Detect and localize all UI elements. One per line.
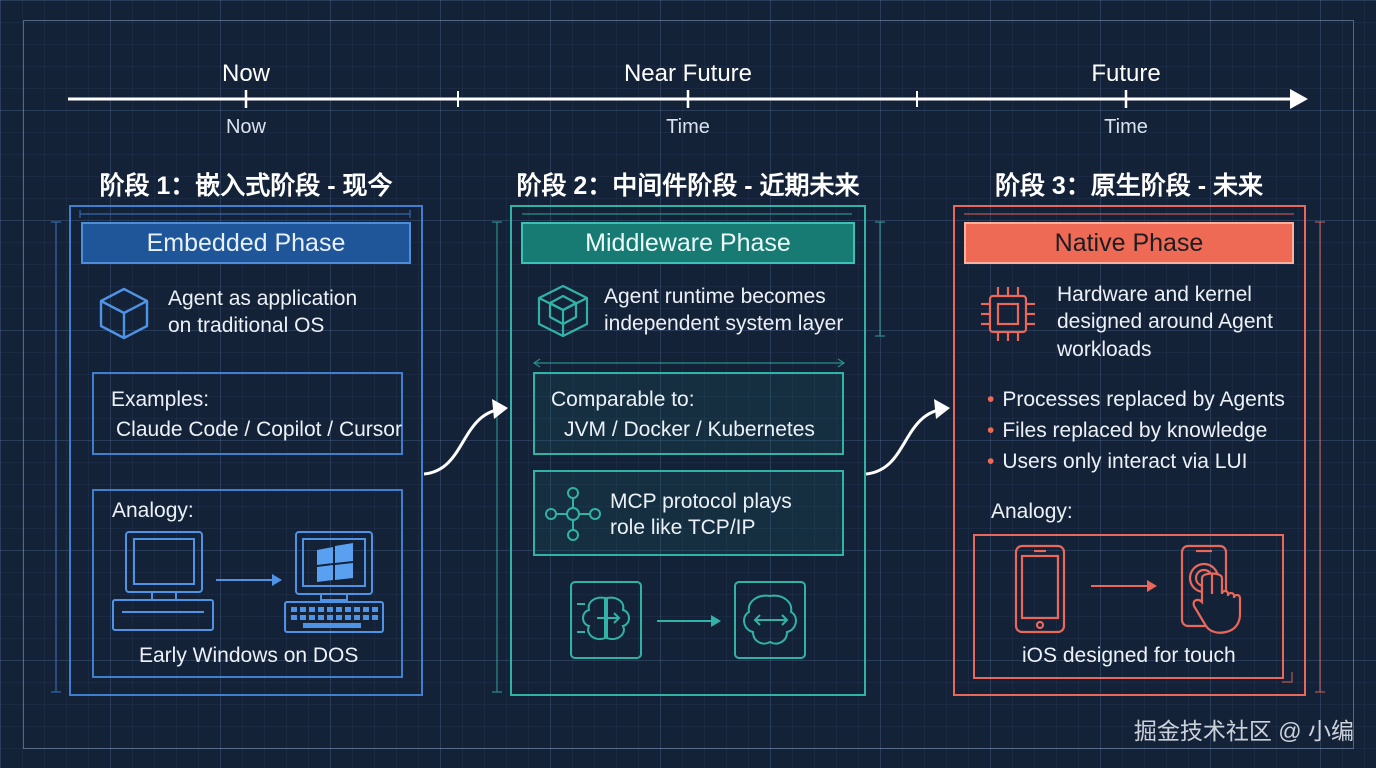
stage-1-desc-line-2: on traditional OS bbox=[168, 314, 325, 337]
timeline-label-now: Now bbox=[221, 60, 271, 87]
bullet-text: Processes replaced by Agents bbox=[1002, 388, 1285, 411]
analogy-box-1 bbox=[92, 489, 403, 678]
stage-3-desc-line-2: designed around Agent bbox=[1057, 310, 1274, 333]
stage-3-panel bbox=[953, 205, 1306, 696]
brain-chip-icon bbox=[570, 581, 642, 659]
mcp-line-2: role like TCP/IP bbox=[610, 516, 756, 539]
middleware-phase-banner: Middleware Phase bbox=[521, 222, 855, 264]
comparable-box bbox=[533, 372, 844, 455]
timeline bbox=[68, 89, 1308, 109]
layered-cube-icon bbox=[537, 284, 589, 338]
analogy-label-1: Analogy: bbox=[112, 499, 194, 522]
stage-3-desc-line-1: Hardware and kernel bbox=[1057, 283, 1252, 306]
timeline-arrowhead-icon bbox=[1290, 89, 1308, 109]
timeline-sub-future: Time bbox=[1104, 116, 1148, 138]
watermark: 掘金技术社区 @ 小编 bbox=[1133, 718, 1354, 744]
analogy-box-3 bbox=[973, 534, 1284, 679]
smartphone-icon bbox=[1014, 544, 1066, 634]
examples-label: Examples: bbox=[111, 388, 210, 411]
timeline-sub-near-future: Time bbox=[666, 116, 710, 138]
stage-1-desc-line-1: Agent as application bbox=[168, 287, 358, 310]
embedded-phase-banner: Embedded Phase bbox=[81, 222, 411, 264]
timeline-label-near-future: Near Future bbox=[623, 60, 753, 87]
stage-3-title: 阶段 3：原生阶段 - 未来 bbox=[994, 172, 1264, 200]
mcp-line-1: MCP protocol plays bbox=[610, 490, 792, 513]
brain-arrow-icon bbox=[734, 581, 806, 659]
bullet-text: Users only interact via LUI bbox=[1002, 450, 1248, 473]
network-nodes-icon bbox=[545, 487, 601, 541]
cube-icon bbox=[99, 287, 149, 340]
native-phase-banner: Native Phase bbox=[964, 222, 1294, 264]
bullet-item: •Files replaced by knowledge bbox=[987, 419, 1268, 442]
stage-2-panel bbox=[510, 205, 866, 696]
connector-arrowhead-icon bbox=[492, 399, 508, 419]
stage-2-desc-line-1: Agent runtime becomes bbox=[604, 285, 826, 308]
timeline-label-future: Future bbox=[1091, 60, 1161, 87]
comparable-label: Comparable to: bbox=[551, 388, 695, 411]
stage-3-arrow-icon bbox=[1091, 580, 1157, 592]
connector-arrowhead-icon bbox=[934, 399, 950, 419]
examples-value: Claude Code / Copilot / Cursor bbox=[116, 418, 402, 441]
stage-3-desc-line-3: workloads bbox=[1057, 338, 1152, 361]
stage-2-title: 阶段 2：中间件阶段 - 近期未来 bbox=[516, 172, 860, 200]
bullet-item: •Users only interact via LUI bbox=[987, 450, 1248, 473]
analogy-caption-1: Early Windows on DOS bbox=[139, 644, 359, 667]
windows-computer-icon bbox=[284, 531, 384, 633]
connector-arrow-1 bbox=[423, 407, 503, 476]
crt-computer-icon bbox=[112, 531, 214, 631]
stage-2-desc-line-2: independent system layer bbox=[604, 312, 844, 335]
comparable-value: JVM / Docker / Kubernetes bbox=[564, 418, 815, 441]
analogy-caption-3: iOS designed for touch bbox=[1022, 644, 1236, 667]
bullet-text: Files replaced by knowledge bbox=[1002, 419, 1268, 442]
connector-arrow-2 bbox=[865, 407, 945, 476]
timeline-sub-now: Now bbox=[225, 116, 267, 138]
touch-phone-icon bbox=[1180, 544, 1242, 634]
outer-frame bbox=[23, 20, 1354, 749]
analogy-arrow-icon bbox=[216, 574, 282, 586]
bullet-item: •Processes replaced by Agents bbox=[987, 388, 1285, 411]
analogy-label-3: Analogy: bbox=[991, 500, 1073, 523]
examples-box bbox=[92, 372, 403, 455]
stage-2-arrow-icon bbox=[657, 615, 721, 627]
stage-1-panel bbox=[69, 205, 423, 696]
stage-1-title: 阶段 1：嵌入式阶段 - 现今 bbox=[99, 172, 393, 200]
cpu-chip-icon bbox=[981, 287, 1035, 341]
